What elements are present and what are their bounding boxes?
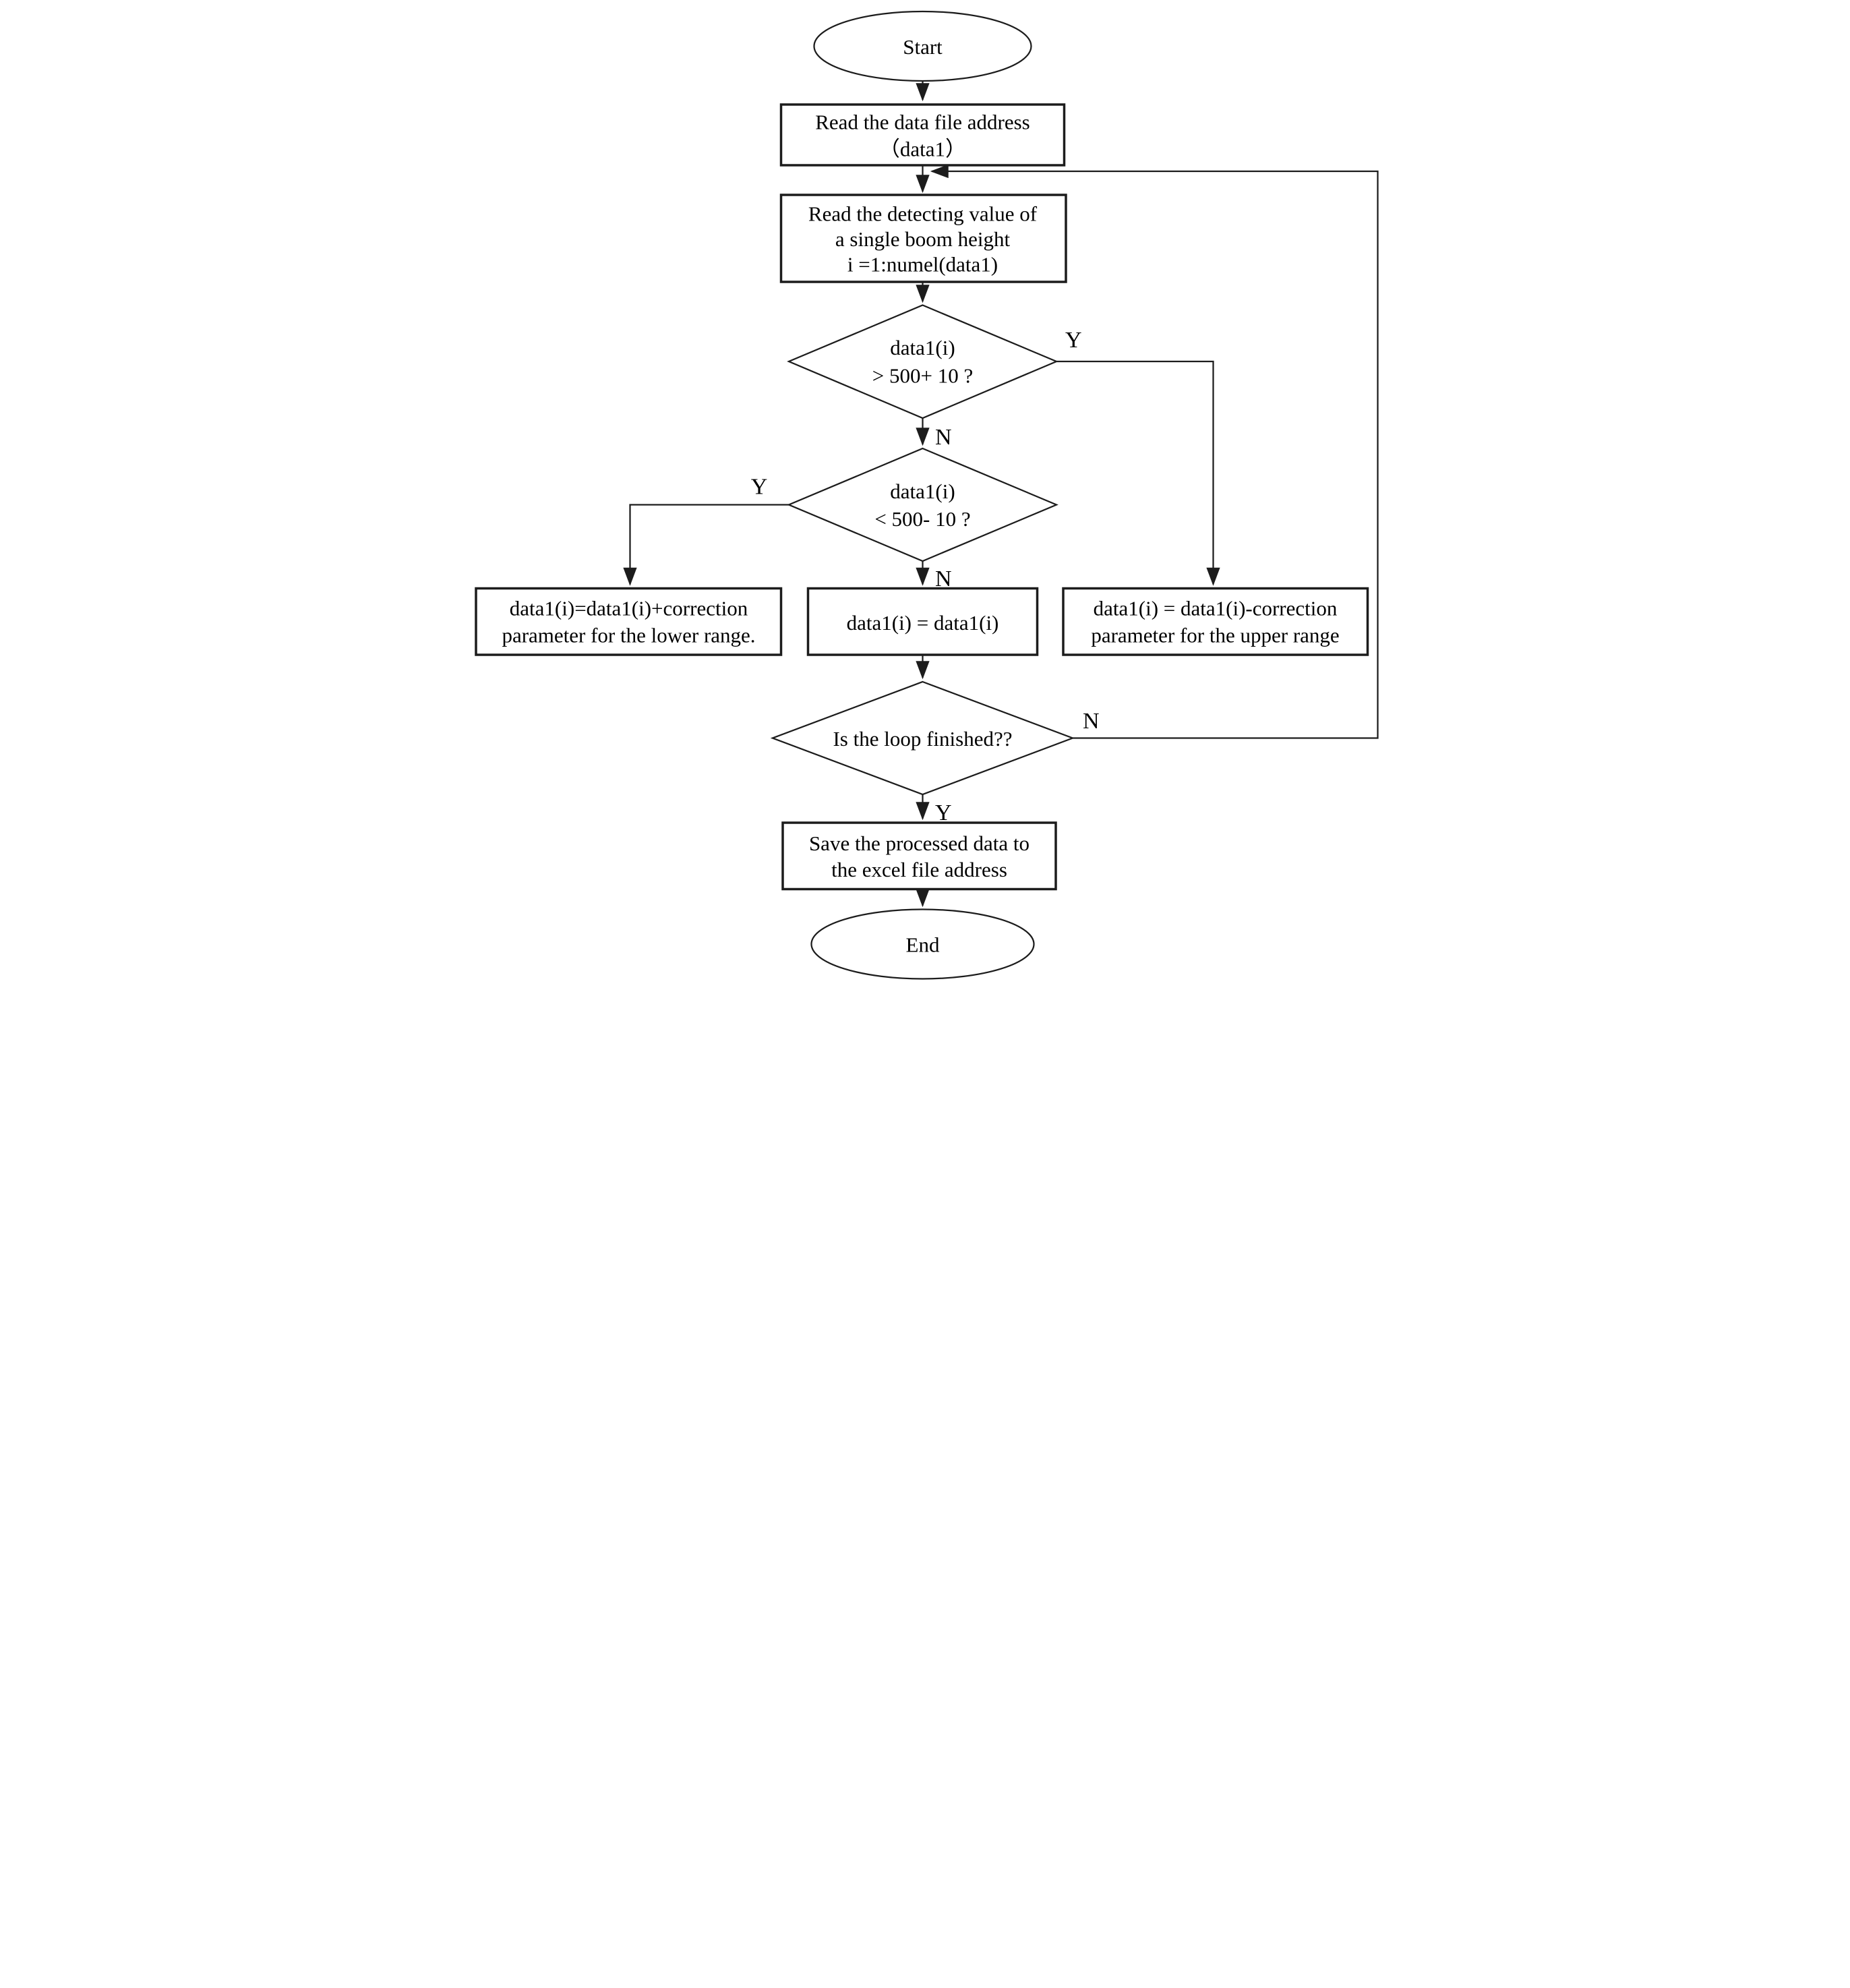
upper-threshold-no-label: N xyxy=(935,425,952,450)
lower-correction-line2: parameter for the lower range. xyxy=(502,624,755,647)
identity-process xyxy=(806,587,1039,656)
lower-correction-line1: data1(i)=data1(i)+correction xyxy=(510,597,748,620)
loop-finished-no-label: N xyxy=(1083,709,1100,734)
start-label: Start xyxy=(903,35,943,59)
end-label: End xyxy=(906,933,940,957)
lower-threshold-line1: data1(i) xyxy=(890,479,955,503)
read-detecting-value-line3: i =1:numel(data1) xyxy=(847,253,998,276)
upper-correction-line2: parameter for the upper range xyxy=(1091,624,1339,647)
end-terminator xyxy=(810,908,1035,980)
loop-finished-decision xyxy=(770,680,1075,796)
upper-correction-line1: data1(i) = data1(i)-correction xyxy=(1094,597,1338,620)
lower-threshold-yes-label: Y xyxy=(751,475,768,500)
start-terminator xyxy=(813,10,1032,82)
lower-correction-process xyxy=(475,587,783,656)
edge-check-lower-yes xyxy=(623,504,789,586)
loop-finished-yes-label: Y xyxy=(935,800,952,825)
identity-process-line1: data1(i) = data1(i) xyxy=(847,611,999,635)
loop-finished-line1: Is the loop finished?? xyxy=(833,727,1012,751)
read-detecting-value-line1: Read the detecting value of xyxy=(808,202,1038,226)
lower-threshold-decision xyxy=(787,447,1058,562)
save-data-line2: the excel file address xyxy=(831,858,1007,881)
edge-check-upper-yes xyxy=(1056,360,1220,586)
save-data-line1: Save the processed data to xyxy=(809,831,1030,855)
upper-threshold-yes-label: Y xyxy=(1065,328,1082,353)
flowchart-canvas: Start Read the data file address （data1）… xyxy=(475,10,1379,980)
upper-threshold-line1: data1(i) xyxy=(890,336,955,359)
read-data-file-line1: Read the data file address xyxy=(815,111,1030,134)
read-detecting-value-node xyxy=(779,194,1067,283)
edge-loop-check-no-loopback xyxy=(930,164,1379,739)
flowchart-page: Start Read the data file address （data1）… xyxy=(462,0,1388,994)
read-data-file-node xyxy=(779,103,1066,167)
upper-threshold-line2: > 500+ 10 ? xyxy=(872,364,973,388)
read-detecting-value-line2: a single boom height xyxy=(835,227,1011,251)
save-data-process xyxy=(781,821,1057,891)
lower-threshold-line2: < 500- 10 ? xyxy=(874,507,970,531)
upper-correction-process xyxy=(1062,587,1369,656)
read-data-file-line2: （data1） xyxy=(879,138,966,161)
upper-threshold-decision xyxy=(787,304,1058,419)
